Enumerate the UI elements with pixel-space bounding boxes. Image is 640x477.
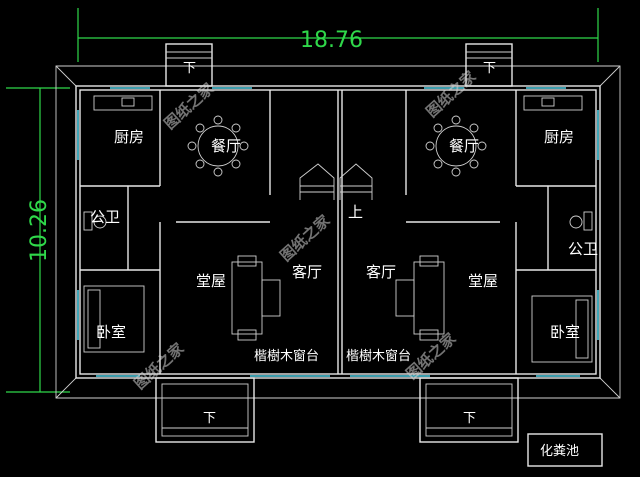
- bottom-porch-left: [155, 377, 255, 443]
- interior-walls: [80, 90, 596, 374]
- central-staircase: [299, 163, 373, 200]
- dining-table-right: [425, 115, 487, 177]
- room-label-bedroom-left: 卧室: [96, 323, 126, 341]
- kitchen-counter-left: [93, 95, 153, 111]
- room-label-bath-left: 公卫: [90, 208, 120, 226]
- watermark-bottom-right: 图纸之家: [403, 329, 460, 383]
- room-label-living-left: 客厅: [292, 263, 322, 281]
- room-label-hall-right: 堂屋: [468, 272, 498, 290]
- toilet-right: [569, 211, 593, 231]
- watermark-bottom-left: 图纸之家: [131, 339, 188, 393]
- top-stair-right: [465, 43, 513, 87]
- room-label-dining-left: 餐厅: [211, 137, 241, 155]
- stair-down-label-top-left: 下: [183, 61, 196, 76]
- bed-right: [531, 295, 593, 363]
- watermark-center: 图纸之家: [277, 211, 334, 265]
- room-label-bath-right: 公卫: [568, 240, 598, 258]
- room-label-living-right: 客厅: [366, 263, 396, 281]
- room-label-bedroom-right: 卧室: [550, 323, 580, 341]
- stair-up-label: 上: [348, 203, 363, 221]
- septic-tank-label: 化粪池: [540, 444, 579, 459]
- watermark-top-left: 图纸之家: [161, 79, 218, 133]
- dining-table-left: [187, 115, 249, 177]
- sofa-set-right: [395, 255, 445, 341]
- bed-left: [83, 285, 145, 353]
- sofa-set-left: [231, 255, 281, 341]
- kitchen-counter-right: [523, 95, 583, 111]
- room-label-hall-left: 堂屋: [196, 272, 226, 290]
- width-dimension-label: 18.76: [300, 28, 363, 53]
- window-sill-label-right: 楷樹木窗台: [346, 348, 411, 364]
- stair-down-label-top-right: 下: [483, 61, 496, 76]
- window-sill-label-left: 楷樹木窗台: [254, 348, 319, 364]
- roof-eave-outline: [55, 65, 621, 399]
- room-label-dining-right: 餐厅: [449, 137, 479, 155]
- stair-down-label-bottom-right: 下: [463, 411, 476, 426]
- toilet-left: [83, 211, 107, 231]
- room-label-kitchen-left: 厨房: [114, 128, 144, 146]
- depth-dimension-label: 10.26: [27, 199, 52, 262]
- top-stair-left: [165, 43, 213, 87]
- dimension-lines: [6, 8, 599, 393]
- stair-down-label-bottom-left: 下: [203, 411, 216, 426]
- septic-tank-box: [527, 433, 603, 467]
- bottom-porch-right: [419, 377, 519, 443]
- room-label-kitchen-right: 厨房: [544, 128, 574, 146]
- watermark-top-right: 图纸之家: [423, 67, 480, 121]
- windows: [77, 87, 599, 377]
